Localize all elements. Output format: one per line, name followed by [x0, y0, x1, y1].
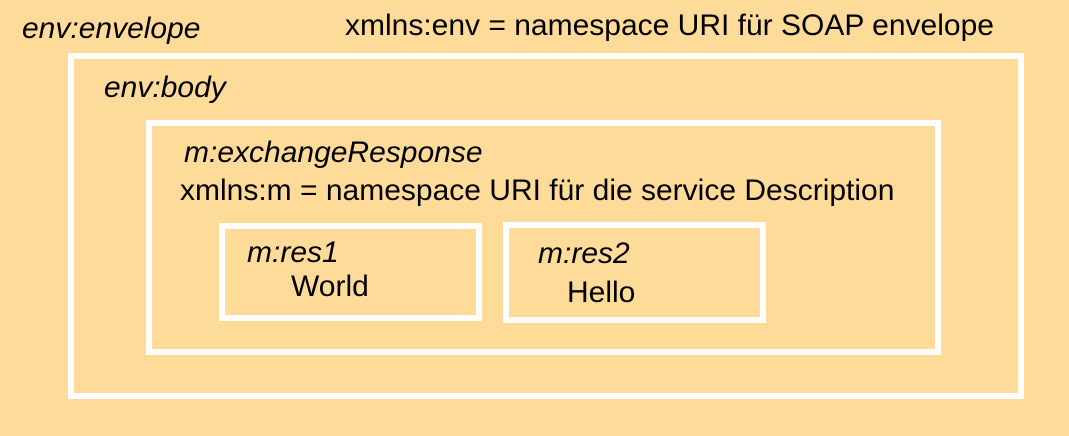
body-label: env:body	[104, 71, 226, 104]
response-label: m:exchangeResponse	[184, 136, 483, 169]
res1-label: m:res1	[247, 236, 339, 269]
response-namespace-note: xmlns:m = namespace URI für die service …	[180, 174, 895, 207]
env-body-box	[68, 53, 1024, 399]
res1-box	[219, 223, 482, 321]
envelope-label: env:envelope	[22, 12, 201, 45]
res1-value: World	[291, 270, 369, 303]
envelope-namespace-note: xmlns:env = namespace URI für SOAP envel…	[345, 9, 994, 42]
exchange-response-box	[146, 120, 941, 355]
res2-label: m:res2	[538, 237, 630, 270]
res2-box	[503, 222, 766, 323]
res2-value: Hello	[567, 276, 636, 309]
